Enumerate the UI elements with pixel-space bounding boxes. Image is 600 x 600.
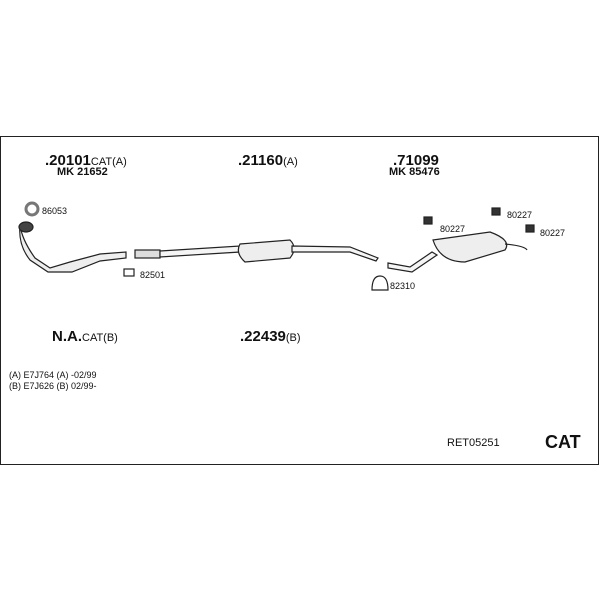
diagram-frame (0, 136, 599, 465)
label-82310[interactable]: 82310 (390, 281, 416, 291)
mk-85476: MK 85476 (389, 166, 440, 178)
ring-icon (24, 201, 40, 217)
middle-silencer (237, 239, 295, 263)
part-na[interactable]: N.A.CAT(B) (52, 328, 118, 345)
hanger-icon-3 (525, 224, 535, 233)
hanger-icon (423, 216, 433, 225)
rear-silencer (432, 231, 508, 263)
reference-code: RET05251 (447, 437, 500, 449)
clamp-icon-2 (371, 275, 389, 291)
type-label: CAT (545, 432, 581, 452)
label-82501[interactable]: 82501 (140, 270, 166, 280)
part-21160[interactable]: .21160(A) (238, 152, 298, 169)
part-22439[interactable]: .22439(B) (240, 328, 301, 345)
middle-pipe (291, 245, 379, 262)
label-80227-c[interactable]: 80227 (540, 228, 566, 238)
note-b: (B) E7J626 (B) 02/99- (9, 381, 97, 391)
clamp-icon (123, 268, 135, 277)
label-86053[interactable]: 86053 (42, 206, 68, 216)
tail-pipe (387, 251, 439, 273)
part-71099[interactable]: .71099 (393, 152, 439, 169)
hanger-icon-2 (491, 207, 501, 216)
downpipe-catalyst (19, 224, 127, 273)
front-pipe (159, 245, 241, 258)
label-80227-b[interactable]: 80227 (507, 210, 533, 220)
mk-21652: MK 21652 (57, 166, 108, 178)
part-20101[interactable]: .20101CAT(A) (45, 152, 127, 169)
note-a: (A) E7J764 (A) -02/99 (9, 370, 97, 380)
label-80227-a[interactable]: 80227 (440, 224, 466, 234)
